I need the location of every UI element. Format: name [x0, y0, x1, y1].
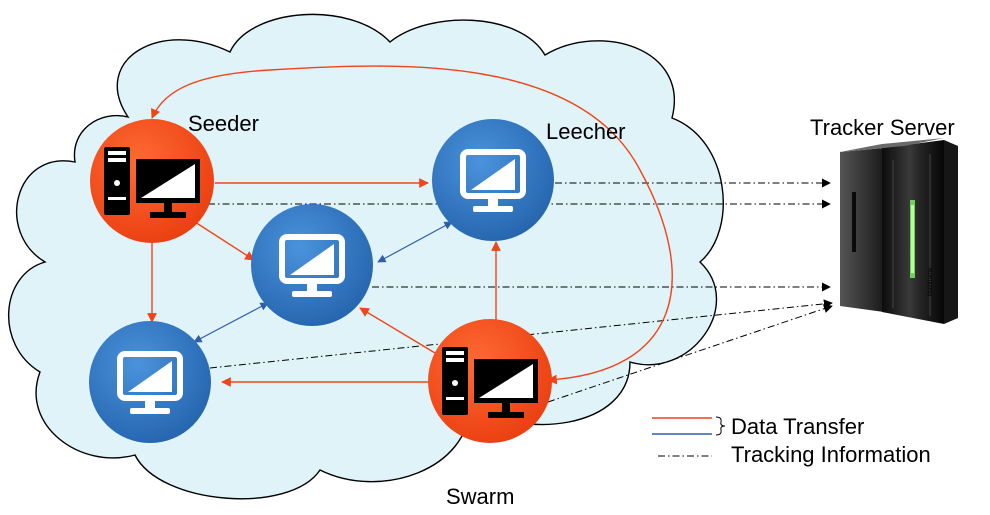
legend: Data Transfer Tracking Information [652, 414, 931, 467]
leecher-node-center [251, 204, 373, 326]
leecher-label: Leecher [546, 119, 626, 144]
server-rack-icon: Mainframe [840, 138, 958, 324]
tracking-line-bottom-right [547, 304, 833, 403]
leecher-node-top [432, 119, 554, 241]
seeder-label: Seeder [188, 111, 259, 136]
desktop-tower-icon [104, 147, 200, 218]
monitor-icon [279, 234, 345, 297]
transfer-center-leecher [377, 221, 453, 263]
monitor-icon [460, 149, 526, 212]
tracker-server-label: Tracker Server [810, 115, 955, 140]
swarm-label: Swarm [446, 484, 514, 509]
server-brand-label: Mainframe [928, 267, 934, 296]
monitor-icon [117, 351, 183, 414]
transfer-center-bottom-left [193, 302, 269, 343]
seeder-node-top [90, 119, 214, 243]
data-transfer-seeder-lines [147, 65, 673, 387]
legend-brace-icon [715, 416, 726, 436]
transfer-long-arc [151, 65, 673, 385]
leecher-node-bottom [89, 321, 211, 443]
desktop-tower-icon [442, 347, 538, 418]
legend-tracking-information-label: Tracking Information [731, 442, 931, 467]
data-transfer-leecher-lines [193, 221, 453, 343]
legend-data-transfer-label: Data Transfer [731, 414, 864, 439]
seeder-node-bottom [428, 319, 552, 443]
